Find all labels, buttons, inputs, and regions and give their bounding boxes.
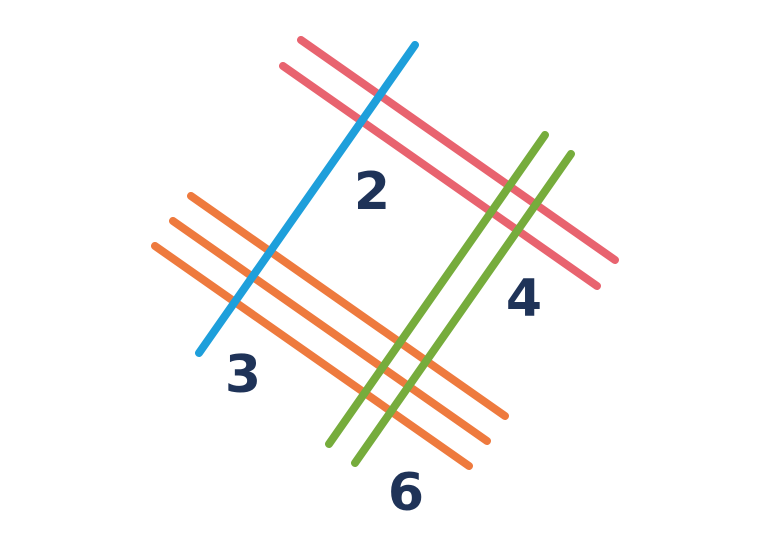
- green-line: [325, 131, 549, 448]
- green-line-group: [325, 131, 575, 467]
- blue-line-group: [195, 41, 419, 357]
- red-line-group: [279, 36, 619, 290]
- red-line: [297, 36, 619, 264]
- green-line-label: 6: [388, 463, 424, 523]
- orange-line: [169, 217, 491, 445]
- green-line: [351, 150, 575, 467]
- blue-line: [195, 41, 419, 357]
- orange-line: [187, 192, 509, 420]
- red-line: [279, 62, 601, 290]
- orange-line-group: [151, 192, 509, 470]
- orange-line: [151, 242, 473, 470]
- red-line-label: 4: [506, 269, 542, 329]
- orange-line-label: 3: [225, 345, 261, 405]
- blue-line-label: 2: [354, 162, 390, 222]
